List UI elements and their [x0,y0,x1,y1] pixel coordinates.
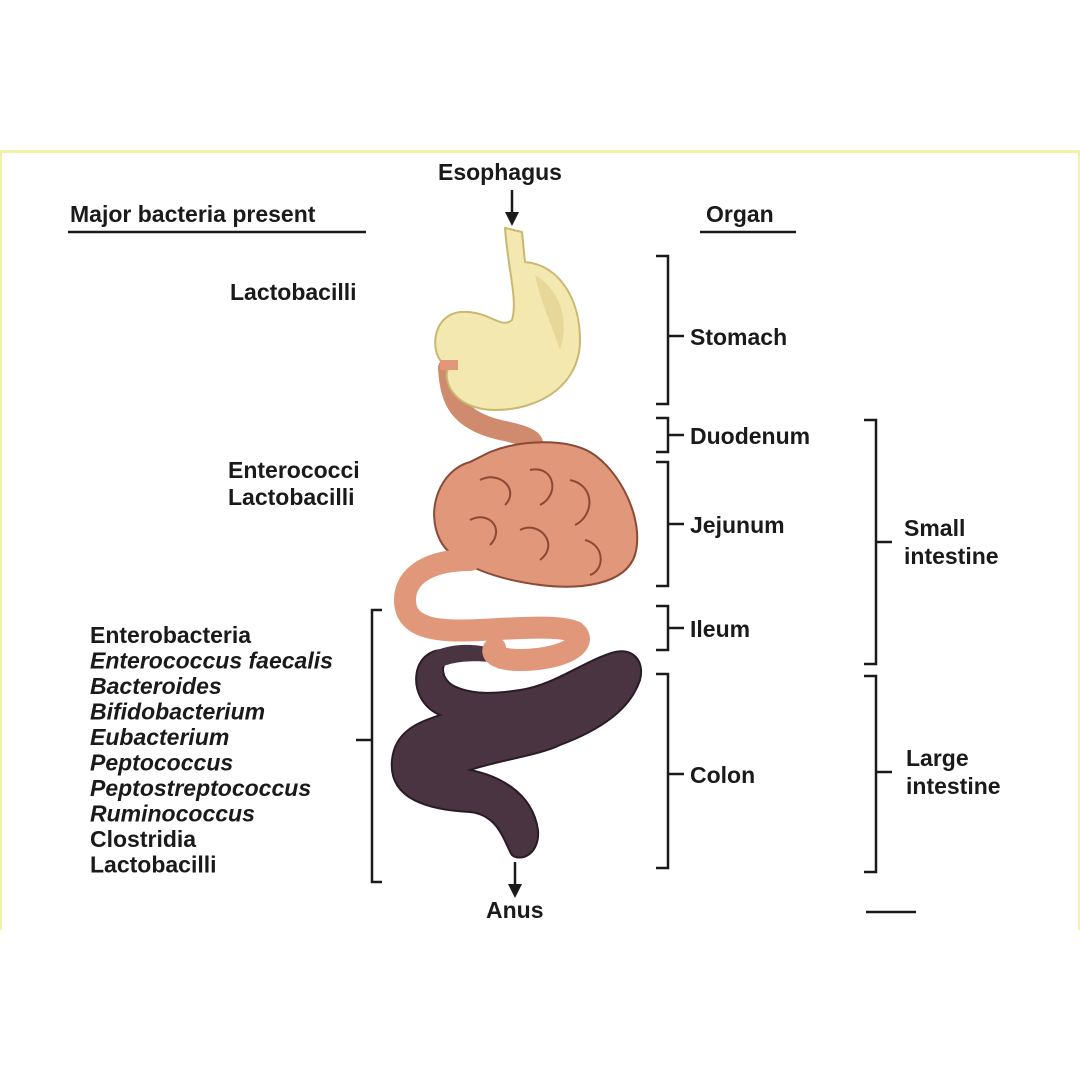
colon-shape [390,644,643,859]
organ-colon: Colon [690,762,755,788]
bacteria-colon-item: Enterobacteria [90,622,251,648]
duodenum-bracket [656,416,684,454]
region-small-line-2: intestine [904,543,999,569]
large-intestine-bracket [864,674,892,874]
bacteria-colon-item: Lactobacilli [90,852,217,878]
esophagus-arrowhead [505,212,519,226]
region-large-line-2: intestine [906,773,1001,799]
region-large-line-1: Large [906,745,969,771]
bacteria-small-line-1: Enterococci [228,457,360,483]
bacteria-colon-item: Bacteroides [90,673,222,699]
organ-duodenum: Duodenum [690,423,810,449]
bacteria-colon-item: Eubacterium [90,724,229,750]
bacteria-colon-item: Peptococcus [90,750,233,776]
colon-bacteria-bracket [356,608,382,884]
bacteria-small-line-2: Lactobacilli [228,484,355,510]
organ-jejunum: Jejunum [690,512,785,538]
esophagus-label: Esophagus [438,159,562,185]
stomach-shape [434,226,582,412]
bacteria-colon-item: Clostridia [90,826,196,852]
colon-bracket [656,672,684,870]
jejunum-bracket [656,460,684,588]
anus-label: Anus [486,897,544,923]
small-intestine-bracket [864,418,892,666]
bacteria-colon-item: Enterococcus faecalis [90,648,333,674]
organ-header: Organ [706,201,774,227]
region-small-line-1: Small [904,515,965,541]
stomach-bracket [656,254,684,406]
bacteria-colon-item: Ruminococcus [90,801,255,827]
bacteria-colon-item: Peptostreptococcus [90,775,311,801]
anus-arrowhead [508,884,522,898]
ileum-bracket [656,604,684,652]
organ-stomach: Stomach [690,324,787,350]
organ-ileum: Ileum [690,616,750,642]
bacteria-header: Major bacteria present [70,201,316,227]
bacteria-stomach-line: Lactobacilli [230,279,357,305]
small-intestine-shape [393,358,639,672]
bacteria-colon-item: Bifidobacterium [90,699,265,725]
